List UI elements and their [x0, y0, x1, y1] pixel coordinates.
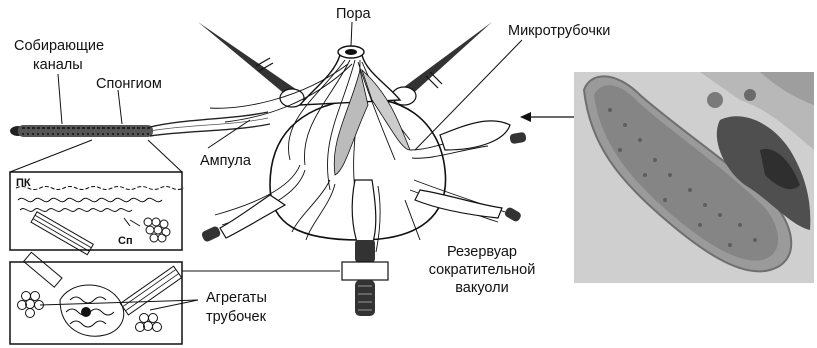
- inset-top: [10, 140, 184, 255]
- label-microtubules: Микротрубочки: [508, 23, 610, 39]
- inset-bottom: [10, 252, 340, 344]
- inset-label-sp: Сп: [118, 233, 133, 249]
- label-pore: Пора: [336, 6, 371, 22]
- label-reservoir-1: Резервуар: [420, 244, 544, 260]
- micrograph-photo: [574, 72, 814, 283]
- label-reservoir-3: вакуоли: [420, 280, 544, 296]
- label-aggregates-2: трубочек: [206, 309, 266, 325]
- label-collecting-canals-2: каналы: [33, 57, 83, 73]
- label-collecting-canals-1: Собирающие: [14, 38, 104, 54]
- photo-arrow: [520, 112, 574, 122]
- inset-label-pk: ПК: [16, 175, 31, 191]
- label-aggregates-1: Агрегаты: [206, 290, 267, 306]
- label-ampulla: Ампула: [200, 153, 251, 169]
- label-reservoir-2: сократительной: [420, 262, 544, 278]
- label-spongiome: Спонгиом: [96, 76, 162, 92]
